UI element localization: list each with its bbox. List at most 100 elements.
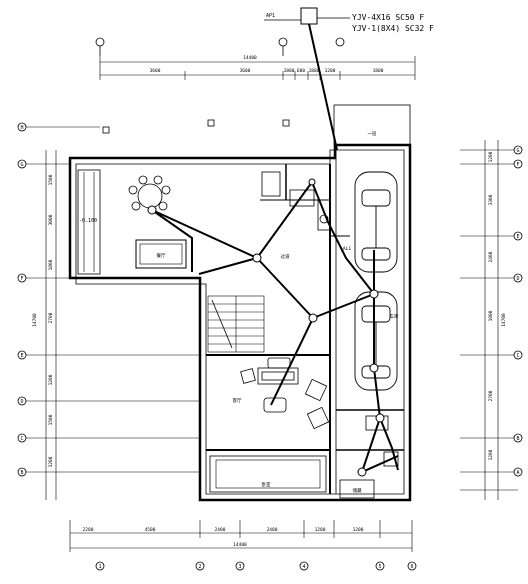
cable-label-2: YJV-1(8X4) SC32 F xyxy=(352,24,434,33)
shower-tray xyxy=(317,199,331,231)
sofa-set xyxy=(240,357,330,430)
left-axis-bubbles xyxy=(17,122,27,477)
label-storage: 储藏 xyxy=(353,487,362,494)
axis-bottom-bubbles xyxy=(95,561,417,571)
entrance-canopy xyxy=(333,104,411,146)
bottom-dimensions xyxy=(69,520,413,552)
dim-bottom-seg-6: 1200 xyxy=(353,527,364,533)
dim-right-seg-6: 1200 xyxy=(488,449,494,460)
dining-window xyxy=(77,169,101,275)
dim-bottom-seg-4: 2400 xyxy=(267,527,278,533)
round-dining-table xyxy=(128,175,171,211)
incoming-cable xyxy=(308,23,338,151)
left-axis-lines xyxy=(22,126,200,500)
axis-right-2: F xyxy=(516,162,519,168)
dim-left-seg-5: 1200 xyxy=(48,374,54,385)
axis-left-1: H xyxy=(20,125,23,131)
dim-right-seg-1: 1200 xyxy=(488,151,494,162)
wash-basin xyxy=(289,189,315,207)
bed xyxy=(209,455,327,493)
label-living: 客厅 xyxy=(233,397,242,404)
axis-top-bubbles xyxy=(95,37,345,56)
dim-top-seg-2: 3600 xyxy=(240,68,251,74)
dim-left-seg-2: 3000 xyxy=(48,214,54,225)
axis-left-2: G xyxy=(20,162,23,168)
axis-bottom-4: 4 xyxy=(302,564,305,570)
light-fixtures xyxy=(147,178,385,477)
axis-left-7: B xyxy=(20,470,23,476)
axis-right-3: E xyxy=(516,234,519,240)
dim-right-seg-3: 2400 xyxy=(488,251,494,262)
box-tag: AP1 xyxy=(266,13,275,19)
column-marker xyxy=(207,119,215,127)
axis-bottom-labels: 1 2 3 4 5 6 xyxy=(98,564,413,570)
dim-right-segment-labels: 1200 3300 2400 1800 2700 1200 xyxy=(488,151,494,460)
car-2 xyxy=(354,291,398,391)
label-panel: AL1 xyxy=(343,246,351,252)
building-walls xyxy=(68,143,412,502)
right-dimension-lines xyxy=(460,140,518,500)
distribution-box xyxy=(300,7,318,25)
tag-top-right: 一层 xyxy=(368,131,377,137)
top-dimensions xyxy=(99,56,416,80)
dim-top-seg-4: 600 xyxy=(297,68,305,74)
dim-left-outer: 14700 xyxy=(32,313,38,327)
bath-fixture xyxy=(261,171,281,197)
floor-drain-icon xyxy=(319,214,329,224)
dim-bottom-segment-labels: 2200 4500 2400 2400 1200 1200 xyxy=(83,527,364,533)
axis-left-5: D xyxy=(20,399,23,405)
axis-bottom-5: 5 xyxy=(378,564,381,570)
dim-left-seg-4: 2700 xyxy=(48,312,54,323)
axis-bottom-1: 1 xyxy=(98,564,101,570)
dim-bottom-seg-3: 2400 xyxy=(215,527,226,533)
dim-right-outer: 14700 xyxy=(501,313,507,327)
axis-bottom-3: 3 xyxy=(238,564,241,570)
column-marker xyxy=(102,126,110,134)
column-marker xyxy=(282,119,290,127)
lighting-circuit xyxy=(151,179,399,474)
toilet-fixture xyxy=(383,451,399,467)
dim-top-seg-3: 1800 xyxy=(284,68,295,74)
rect-table xyxy=(135,239,187,269)
right-axis-labels: G F E D C B A xyxy=(516,148,519,476)
dim-top-seg-6: 1200 xyxy=(325,68,336,74)
dim-bottom-seg-5: 1200 xyxy=(315,527,326,533)
storage-cabinet xyxy=(339,479,375,499)
dim-top-outer: 14400 xyxy=(243,55,257,61)
axis-bottom-2: 2 xyxy=(198,564,201,570)
dim-right-seg-5: 2700 xyxy=(488,390,494,401)
dim-left-seg-3: 1800 xyxy=(48,259,54,270)
label-bedroom: 卧室 xyxy=(262,481,271,488)
right-axis-bubbles xyxy=(513,145,523,477)
dim-top-seg-5: 1800 xyxy=(309,68,320,74)
axis-left-3: F xyxy=(20,276,23,282)
left-axis-labels: H G F E D C B xyxy=(20,125,23,476)
cable-label-1: YJV-4X16 SC50 F xyxy=(352,13,424,22)
staircase xyxy=(207,295,265,353)
dim-left-seg-7: 1200 xyxy=(48,456,54,467)
axis-right-6: B xyxy=(516,436,519,442)
dim-bottom-outer: 14400 xyxy=(233,542,247,548)
axis-right-1: G xyxy=(516,148,519,154)
label-garage: 车库 xyxy=(390,313,399,320)
axis-right-7: A xyxy=(516,470,519,476)
label-dining: 餐厅 xyxy=(157,252,166,259)
dim-right-seg-2: 3300 xyxy=(488,194,494,205)
dim-top-seg-1: 3600 xyxy=(150,68,161,74)
dim-right-seg-4: 1800 xyxy=(488,310,494,321)
tag-west: -0.100 xyxy=(79,218,97,224)
dim-top-segment-labels: 3600 3600 1800 600 1800 1200 1800 xyxy=(150,68,384,74)
axis-right-4: D xyxy=(516,276,519,282)
dim-left-seg-6: 1500 xyxy=(48,414,54,425)
axis-left-4: E xyxy=(20,353,23,359)
dim-left-segment-labels: 1500 3000 1800 2700 1200 1500 1200 xyxy=(48,174,54,467)
dim-bottom-seg-1: 2200 xyxy=(83,527,94,533)
axis-right-5: C xyxy=(516,353,519,359)
car-1 xyxy=(354,171,398,273)
label-corridor: 过道 xyxy=(281,253,290,260)
dim-left-seg-1: 1500 xyxy=(48,174,54,185)
dim-top-seg-7: 1800 xyxy=(373,68,384,74)
axis-bottom-6: 6 xyxy=(410,564,413,570)
axis-left-6: C xyxy=(20,436,23,442)
